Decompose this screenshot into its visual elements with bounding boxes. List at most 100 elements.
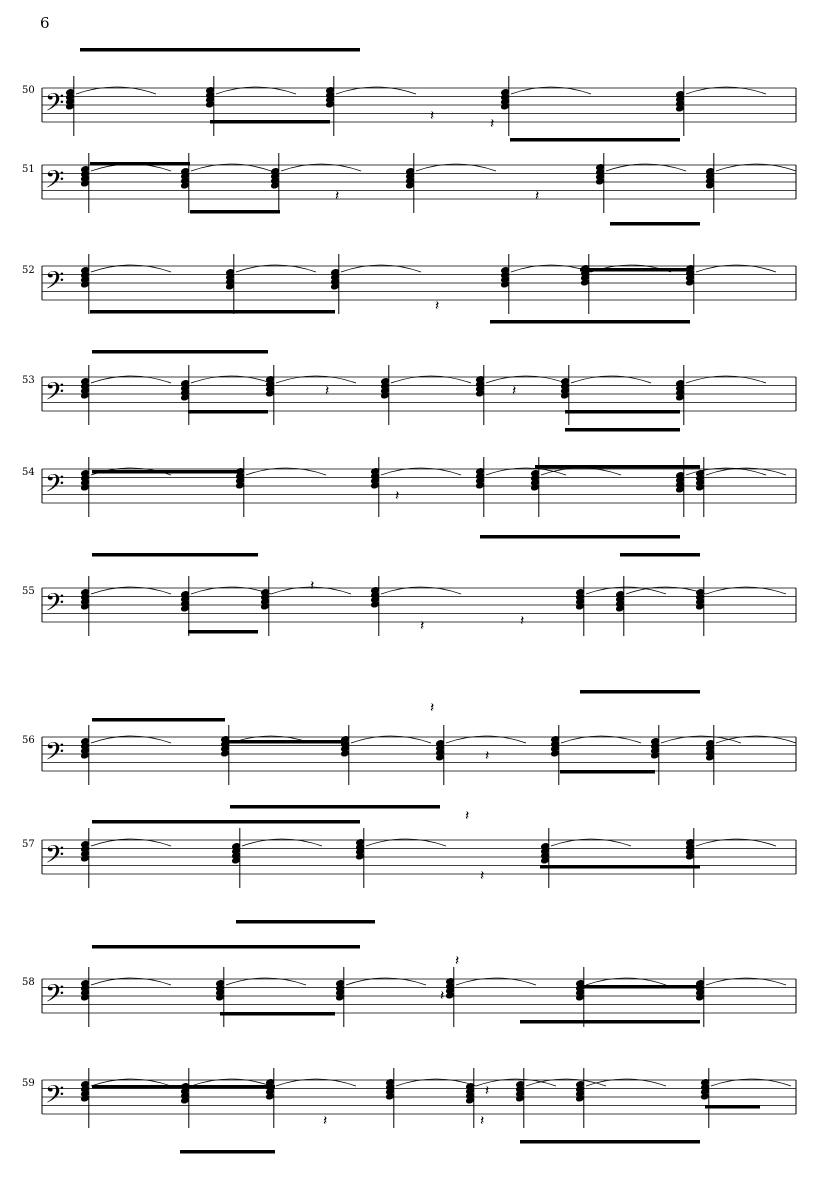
beam — [188, 350, 268, 354]
rest-icon: 𝄽 — [455, 953, 459, 969]
rest-icon: 𝄽 — [430, 108, 434, 124]
notehead — [675, 486, 685, 493]
tie — [215, 86, 297, 95]
beam — [92, 350, 188, 354]
tie — [605, 163, 687, 172]
beam — [92, 1085, 180, 1089]
beam — [230, 48, 360, 52]
notehead — [435, 754, 445, 761]
beam — [188, 410, 268, 414]
beam — [610, 222, 700, 226]
measure-number: 52 — [22, 265, 35, 276]
notehead — [231, 857, 241, 864]
rest-icon: 𝄽 — [520, 613, 524, 629]
notehead — [475, 482, 485, 489]
notehead — [575, 1095, 585, 1102]
notehead — [80, 994, 90, 1001]
tie — [660, 735, 742, 744]
beam — [510, 138, 680, 142]
beam — [490, 320, 690, 324]
beam — [225, 740, 345, 744]
notehead — [705, 754, 715, 761]
tie — [230, 735, 312, 744]
rest-icon: 𝄽 — [485, 1083, 489, 1099]
rest-icon: 𝄽 — [420, 618, 424, 634]
notehead — [465, 1097, 475, 1104]
beam — [236, 820, 360, 824]
beam — [92, 470, 240, 474]
beam — [92, 820, 236, 824]
notehead — [80, 1095, 90, 1102]
measure-number: 51 — [22, 164, 35, 175]
tie — [560, 735, 642, 744]
notehead — [675, 394, 685, 401]
rest-icon: 𝄽 — [480, 1113, 484, 1129]
beam — [580, 690, 700, 694]
notehead — [685, 279, 695, 286]
notehead — [695, 484, 705, 491]
tie — [590, 264, 672, 273]
notehead — [530, 484, 540, 491]
tie — [190, 163, 272, 172]
beam — [565, 410, 680, 414]
rest-icon: 𝄽 — [480, 868, 484, 884]
notehead — [560, 392, 570, 399]
tie — [90, 735, 172, 744]
notehead — [180, 1097, 190, 1104]
beam — [230, 310, 335, 314]
notehead — [540, 857, 550, 864]
beam — [705, 1105, 760, 1109]
tie — [340, 264, 422, 273]
notehead — [330, 283, 340, 290]
beam — [520, 1020, 700, 1024]
measure-number: 59 — [22, 1078, 35, 1089]
notehead — [340, 750, 350, 757]
tie — [335, 86, 417, 95]
notehead — [355, 853, 365, 860]
tie — [585, 977, 667, 986]
notehead — [80, 484, 90, 491]
notehead — [325, 101, 335, 108]
notehead — [500, 281, 510, 288]
bass-clef-icon: 𝄢 — [45, 89, 64, 124]
notehead — [80, 180, 90, 187]
tie — [190, 375, 272, 384]
bass-clef-icon: 𝄢 — [45, 1081, 64, 1116]
beam — [92, 945, 220, 949]
beam — [210, 120, 330, 124]
notehead — [180, 394, 190, 401]
beam — [535, 465, 700, 469]
beam — [188, 553, 258, 557]
tie — [190, 1078, 272, 1087]
notehead — [215, 994, 225, 1001]
notehead — [180, 605, 190, 612]
notehead — [225, 283, 235, 290]
tie — [90, 375, 172, 384]
rest-icon: 𝄽 — [440, 988, 444, 1004]
rest-icon: 𝄽 — [485, 748, 489, 764]
tie — [235, 264, 317, 273]
notehead — [575, 603, 585, 610]
rest-icon: 𝄽 — [490, 116, 494, 132]
notehead — [580, 279, 590, 286]
bass-clef-icon: 𝄢 — [45, 470, 64, 505]
tie — [585, 1078, 667, 1087]
tie — [90, 977, 172, 986]
tie — [390, 375, 472, 384]
tie — [695, 264, 777, 273]
beam — [480, 535, 680, 539]
tie — [275, 1078, 357, 1087]
notehead — [445, 992, 455, 999]
tie — [245, 467, 327, 476]
rest-icon: 𝄽 — [465, 808, 469, 824]
tie — [455, 977, 537, 986]
tie — [395, 1078, 477, 1087]
tie — [225, 977, 307, 986]
beam — [580, 985, 700, 989]
notehead — [80, 281, 90, 288]
notehead — [515, 1095, 525, 1102]
notehead — [205, 101, 215, 108]
notehead — [650, 752, 660, 759]
tie — [280, 163, 362, 172]
